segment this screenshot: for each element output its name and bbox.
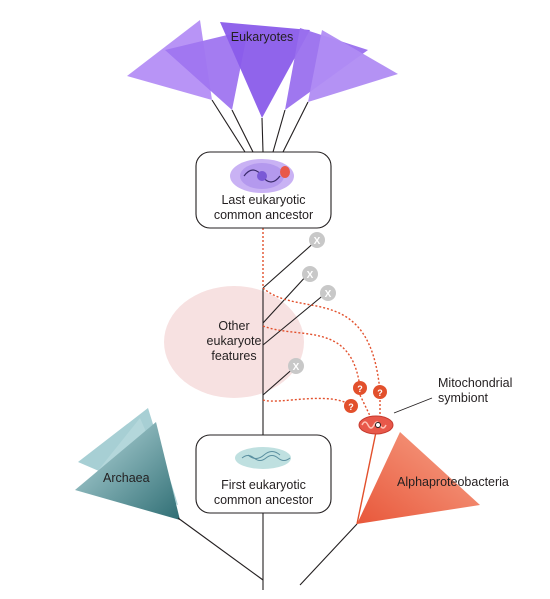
svg-text:?: ? bbox=[357, 384, 363, 394]
symbiont-callout-line bbox=[393, 397, 433, 414]
archaea-fans bbox=[75, 408, 180, 520]
mito-label-line2: symbiont bbox=[438, 391, 489, 405]
svg-text:X: X bbox=[314, 236, 321, 247]
eukaryotes-label: Eukaryotes bbox=[230, 30, 294, 44]
alphaproteobacteria-branch bbox=[299, 523, 358, 586]
mitochondrion-icon bbox=[358, 415, 394, 435]
symbiont-stem bbox=[356, 431, 377, 525]
eukaryote-fan-1 bbox=[127, 20, 212, 100]
leca-label: Last eukaryotic common ancestor bbox=[196, 193, 331, 223]
eukaryotic-cell-icon bbox=[230, 159, 294, 193]
archaea-label: Archaea bbox=[103, 471, 150, 485]
svg-text:X: X bbox=[293, 362, 300, 373]
eukaryote-fan-3 bbox=[220, 22, 310, 118]
unknown-markers: ? ? ? bbox=[344, 381, 387, 413]
alphaproteobacteria-label: Alphaproteobacteria bbox=[397, 475, 509, 489]
other-features-line2: eukaryote bbox=[206, 334, 262, 348]
prokaryotic-cell-icon bbox=[235, 447, 291, 469]
unknown-marker-icon: ? bbox=[344, 399, 358, 413]
svg-text:?: ? bbox=[377, 388, 383, 398]
feca-box bbox=[195, 434, 332, 514]
eukaryote-fan-5 bbox=[308, 30, 398, 102]
other-features-label: Other eukaryote features bbox=[194, 319, 274, 364]
svg-text:X: X bbox=[307, 270, 314, 281]
eukaryote-fan-2 bbox=[165, 30, 248, 110]
eukaryote-fans bbox=[127, 20, 398, 118]
mito-label-line1: Mitochondrial bbox=[438, 376, 513, 390]
extinct-marker-icon: X bbox=[309, 232, 325, 248]
feca-label-line1: First eukaryotic bbox=[221, 478, 306, 492]
mitochondrial-symbiont-label: Mitochondrial symbiont bbox=[438, 376, 538, 406]
extinct-marker-icon: X bbox=[320, 285, 336, 301]
svg-text:X: X bbox=[325, 289, 332, 300]
feca-label: First eukaryotic common ancestor bbox=[196, 478, 331, 508]
unknown-marker-icon: ? bbox=[373, 385, 387, 399]
archaea-branch bbox=[177, 517, 264, 581]
svg-text:?: ? bbox=[348, 402, 354, 412]
extinct-markers: X X X X bbox=[288, 232, 336, 374]
feca-label-line2: common ancestor bbox=[213, 493, 314, 507]
extinct-marker-icon: X bbox=[288, 358, 304, 374]
leca-label-line2: common ancestor bbox=[213, 208, 314, 222]
eukaryote-stems bbox=[211, 99, 309, 153]
leca-label-line1: Last eukaryotic bbox=[221, 193, 306, 207]
extinct-marker-icon: X bbox=[302, 266, 318, 282]
other-features-line3: features bbox=[211, 349, 257, 363]
other-features-blob bbox=[164, 286, 304, 398]
other-features-line1: Other bbox=[218, 319, 250, 333]
unknown-marker-icon: ? bbox=[353, 381, 367, 395]
alphaproteobacteria-fan bbox=[357, 432, 480, 524]
